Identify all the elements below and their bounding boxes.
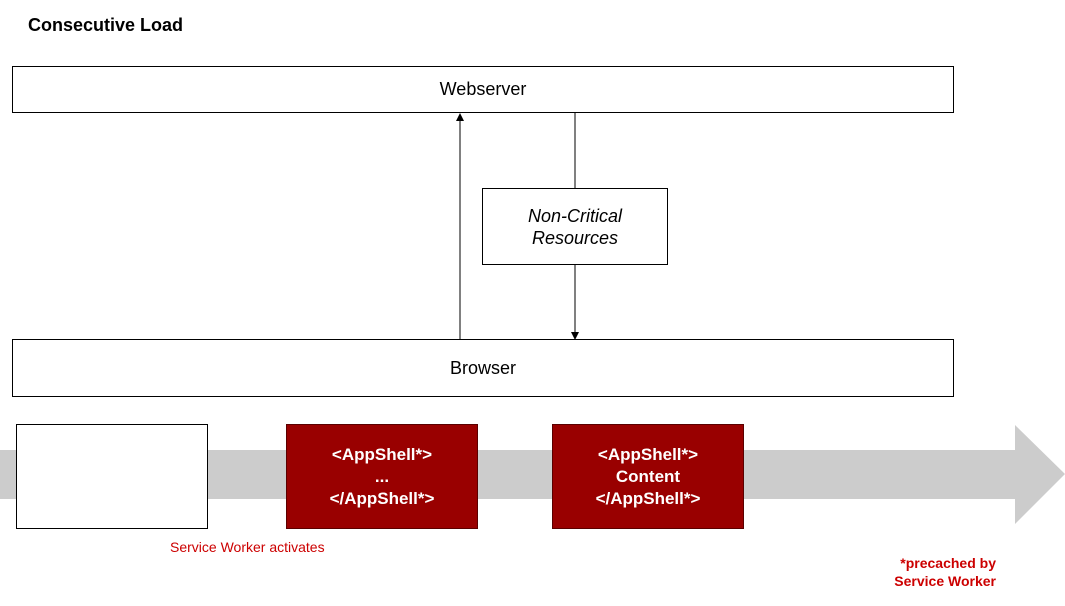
appshell-content: Content xyxy=(615,466,681,486)
browser-box: Browser xyxy=(12,339,954,397)
appshell-placeholder-box: <AppShell*> ... </AppShell*> xyxy=(286,424,478,529)
timeline-arrow xyxy=(0,425,1065,524)
appshell-ellipsis: ... xyxy=(374,466,390,486)
appshell-open-tag: <AppShell*> xyxy=(331,444,433,464)
webserver-label: Webserver xyxy=(439,79,527,99)
appshell-close-tag: </AppShell*> xyxy=(595,488,701,508)
appshell-close-tag: </AppShell*> xyxy=(329,488,435,508)
footnote-line1: *precached by xyxy=(900,555,996,571)
ncr-label-line1: Non-Critical xyxy=(527,205,623,226)
appshell-content-box: <AppShell*> Content </AppShell*> xyxy=(552,424,744,529)
page-title: Consecutive Load xyxy=(28,15,184,35)
down-arrow xyxy=(571,265,579,340)
footnote-line2: Service Worker xyxy=(894,573,996,589)
appshell-open-tag: <AppShell*> xyxy=(597,444,699,464)
webserver-box: Webserver xyxy=(12,66,954,113)
browser-label: Browser xyxy=(449,357,516,378)
blank-page-box xyxy=(16,424,208,529)
ncr-label-line2: Resources xyxy=(531,227,619,248)
non-critical-resources-box: Non-Critical Resources xyxy=(482,188,668,265)
service-worker-activates-label: Service Worker activates xyxy=(170,539,325,555)
up-arrow xyxy=(456,113,464,339)
precache-footnote: *precached by Service Worker xyxy=(860,554,996,590)
